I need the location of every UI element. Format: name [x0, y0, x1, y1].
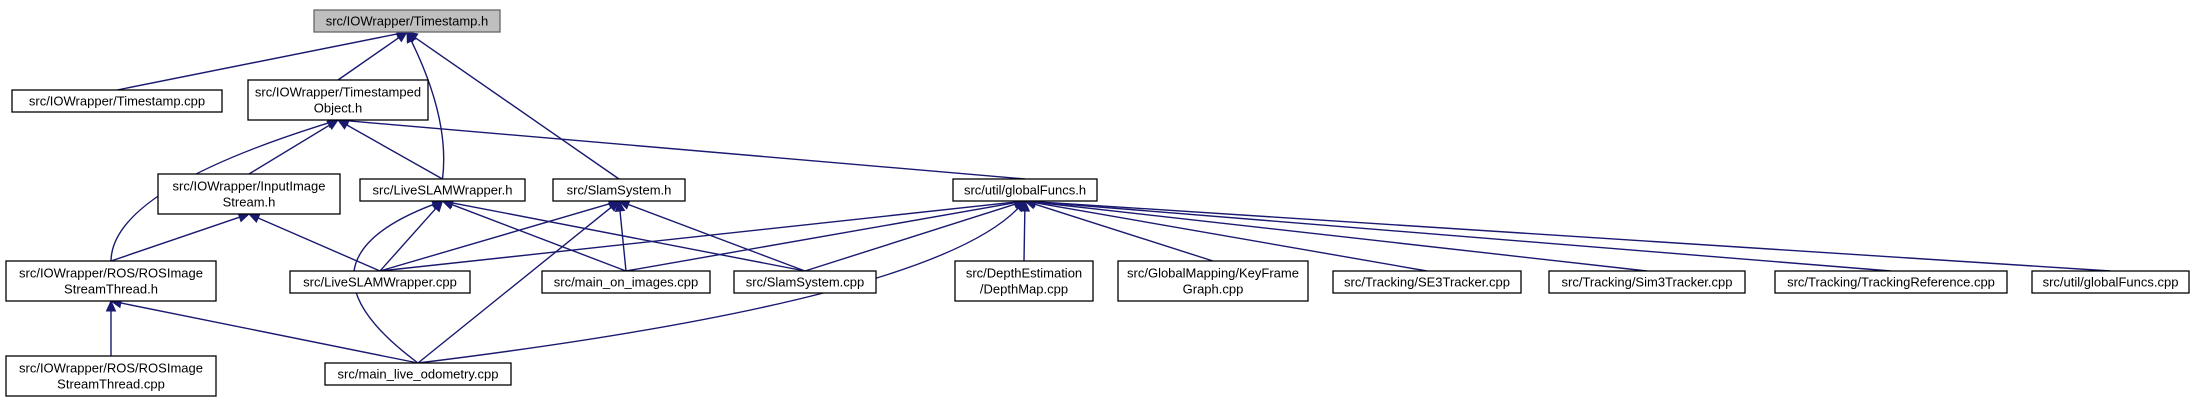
- node-box: [289, 270, 471, 294]
- node-label: src/Tracking/SE3Tracker.cpp: [1344, 275, 1510, 290]
- edge-se3-tracker-cpp-to-global-funcs-h: [1023, 197, 1428, 272]
- node-label: Object.h: [314, 101, 362, 116]
- node-main-live-odometry-cpp[interactable]: src/main_live_odometry.cpp: [324, 362, 512, 386]
- edge-timestamped-object-h-to-timestamp-h: [337, 31, 409, 81]
- node-slam-system-cpp[interactable]: src/SlamSystem.cpp: [733, 270, 877, 294]
- node-box: [11, 89, 223, 113]
- node-label: Stream.h: [223, 195, 276, 210]
- nodes-layer: src/IOWrapper/Timestamp.h src/IOWrapper/T…: [5, 9, 2190, 397]
- node-main-on-images-cpp[interactable]: src/main_on_images.cpp: [541, 270, 711, 294]
- node-depth-map-cpp[interactable]: src/DepthEstimation/DepthMap.cpp: [954, 260, 1094, 302]
- node-box: [1548, 270, 1746, 294]
- node-label: src/main_on_images.cpp: [554, 275, 699, 290]
- edge-input-image-stream-h-to-timestamped-object-h: [248, 119, 340, 175]
- node-box: [733, 270, 877, 294]
- node-box: [952, 178, 1098, 202]
- node-label: src/IOWrapper/ROS/ROSImage: [19, 361, 203, 376]
- node-label: src/DepthEstimation: [966, 266, 1082, 281]
- node-timestamp-h[interactable]: src/IOWrapper/Timestamp.h: [313, 9, 501, 33]
- node-box: [1774, 270, 2008, 294]
- node-box: [247, 79, 429, 121]
- node-label: src/SlamSystem.h: [567, 183, 672, 198]
- node-label: src/util/globalFuncs.h: [964, 183, 1086, 198]
- node-label: StreamThread.cpp: [57, 377, 165, 392]
- edge-live-slam-wrapper-h-to-timestamped-object-h: [336, 119, 443, 180]
- edge-main-live-odometry-cpp-to-global-funcs-h: [417, 200, 1026, 364]
- node-ros-image-stream-thread-cpp[interactable]: src/IOWrapper/ROS/ROSImageStreamThread.c…: [5, 355, 217, 397]
- edge-ros-image-stream-thread-cpp-to-ros-image-stream-thread-h: [105, 299, 117, 356]
- edge-main-on-images-cpp-to-slam-system-h: [614, 199, 627, 272]
- node-live-slam-wrapper-h[interactable]: src/LiveSLAMWrapper.h: [359, 178, 526, 202]
- edge-live-slam-wrapper-cpp-to-live-slam-wrapper-h: [379, 200, 444, 272]
- node-label: /DepthMap.cpp: [980, 282, 1068, 297]
- node-box: [552, 178, 686, 202]
- node-box: [1117, 260, 1309, 302]
- edge-depth-map-cpp-to-global-funcs-h: [1019, 199, 1031, 262]
- edge-main-on-images-cpp-to-live-slam-wrapper-h: [441, 199, 627, 272]
- node-label: src/IOWrapper/Timestamp.cpp: [29, 94, 205, 109]
- edge-live-slam-wrapper-cpp-to-slam-system-h: [379, 198, 621, 272]
- node-box: [1332, 270, 1522, 294]
- edge-slam-system-cpp-to-slam-system-h: [617, 199, 806, 272]
- node-label: src/IOWrapper/InputImage: [173, 179, 326, 194]
- edge-global-funcs-cpp-to-global-funcs-h: [1023, 196, 2111, 272]
- edge-live-slam-wrapper-cpp-to-input-image-stream-h: [247, 213, 381, 272]
- edge-slam-system-h-to-timestamp-h: [405, 31, 620, 180]
- node-label: src/IOWrapper/Timestamp.h: [326, 14, 489, 29]
- node-label: src/util/globalFuncs.cpp: [2043, 275, 2179, 290]
- node-label: src/LiveSLAMWrapper.h: [373, 183, 513, 198]
- node-timestamp-cpp[interactable]: src/IOWrapper/Timestamp.cpp: [11, 89, 223, 113]
- node-sim3-tracker-cpp[interactable]: src/Tracking/Sim3Tracker.cpp: [1548, 270, 1746, 294]
- edge-tracking-reference-cpp-to-global-funcs-h: [1023, 196, 1892, 272]
- edge-main-live-odometry-cpp-to-slam-system-h: [417, 200, 620, 364]
- node-box: [324, 362, 512, 386]
- node-label: src/main_live_odometry.cpp: [338, 367, 499, 382]
- node-label: src/LiveSLAMWrapper.cpp: [303, 275, 457, 290]
- node-label: src/SlamSystem.cpp: [746, 275, 864, 290]
- node-box: [954, 260, 1094, 302]
- node-box: [541, 270, 711, 294]
- node-box: [359, 178, 526, 202]
- edge-ros-image-stream-thread-h-to-input-image-stream-h: [110, 212, 251, 262]
- node-box: [2031, 270, 2190, 294]
- node-box: [157, 173, 341, 215]
- node-slam-system-h[interactable]: src/SlamSystem.h: [552, 178, 686, 202]
- node-se3-tracker-cpp[interactable]: src/Tracking/SE3Tracker.cpp: [1332, 270, 1522, 294]
- node-global-funcs-cpp[interactable]: src/util/globalFuncs.cpp: [2031, 270, 2190, 294]
- node-label: src/IOWrapper/Timestamped: [255, 85, 421, 100]
- node-live-slam-wrapper-cpp[interactable]: src/LiveSLAMWrapper.cpp: [289, 270, 471, 294]
- node-label: StreamThread.h: [64, 282, 158, 297]
- node-box: [5, 260, 217, 302]
- node-box: [5, 355, 217, 397]
- node-tracking-reference-cpp[interactable]: src/Tracking/TrackingReference.cpp: [1774, 270, 2008, 294]
- node-label: Graph.cpp: [1183, 282, 1244, 297]
- node-label: src/GlobalMapping/KeyFrame: [1127, 266, 1299, 281]
- edge-slam-system-cpp-to-global-funcs-h: [804, 199, 1027, 272]
- edge-main-on-images-cpp-to-global-funcs-h: [625, 197, 1027, 272]
- node-label: src/Tracking/Sim3Tracker.cpp: [1562, 275, 1733, 290]
- node-box: [313, 9, 501, 33]
- edge-main-live-odometry-cpp-to-ros-image-stream-thread-h: [109, 297, 419, 364]
- node-label: src/Tracking/TrackingReference.cpp: [1787, 275, 1995, 290]
- node-global-funcs-h[interactable]: src/util/globalFuncs.h: [952, 178, 1098, 202]
- node-label: src/IOWrapper/ROS/ROSImage: [19, 266, 203, 281]
